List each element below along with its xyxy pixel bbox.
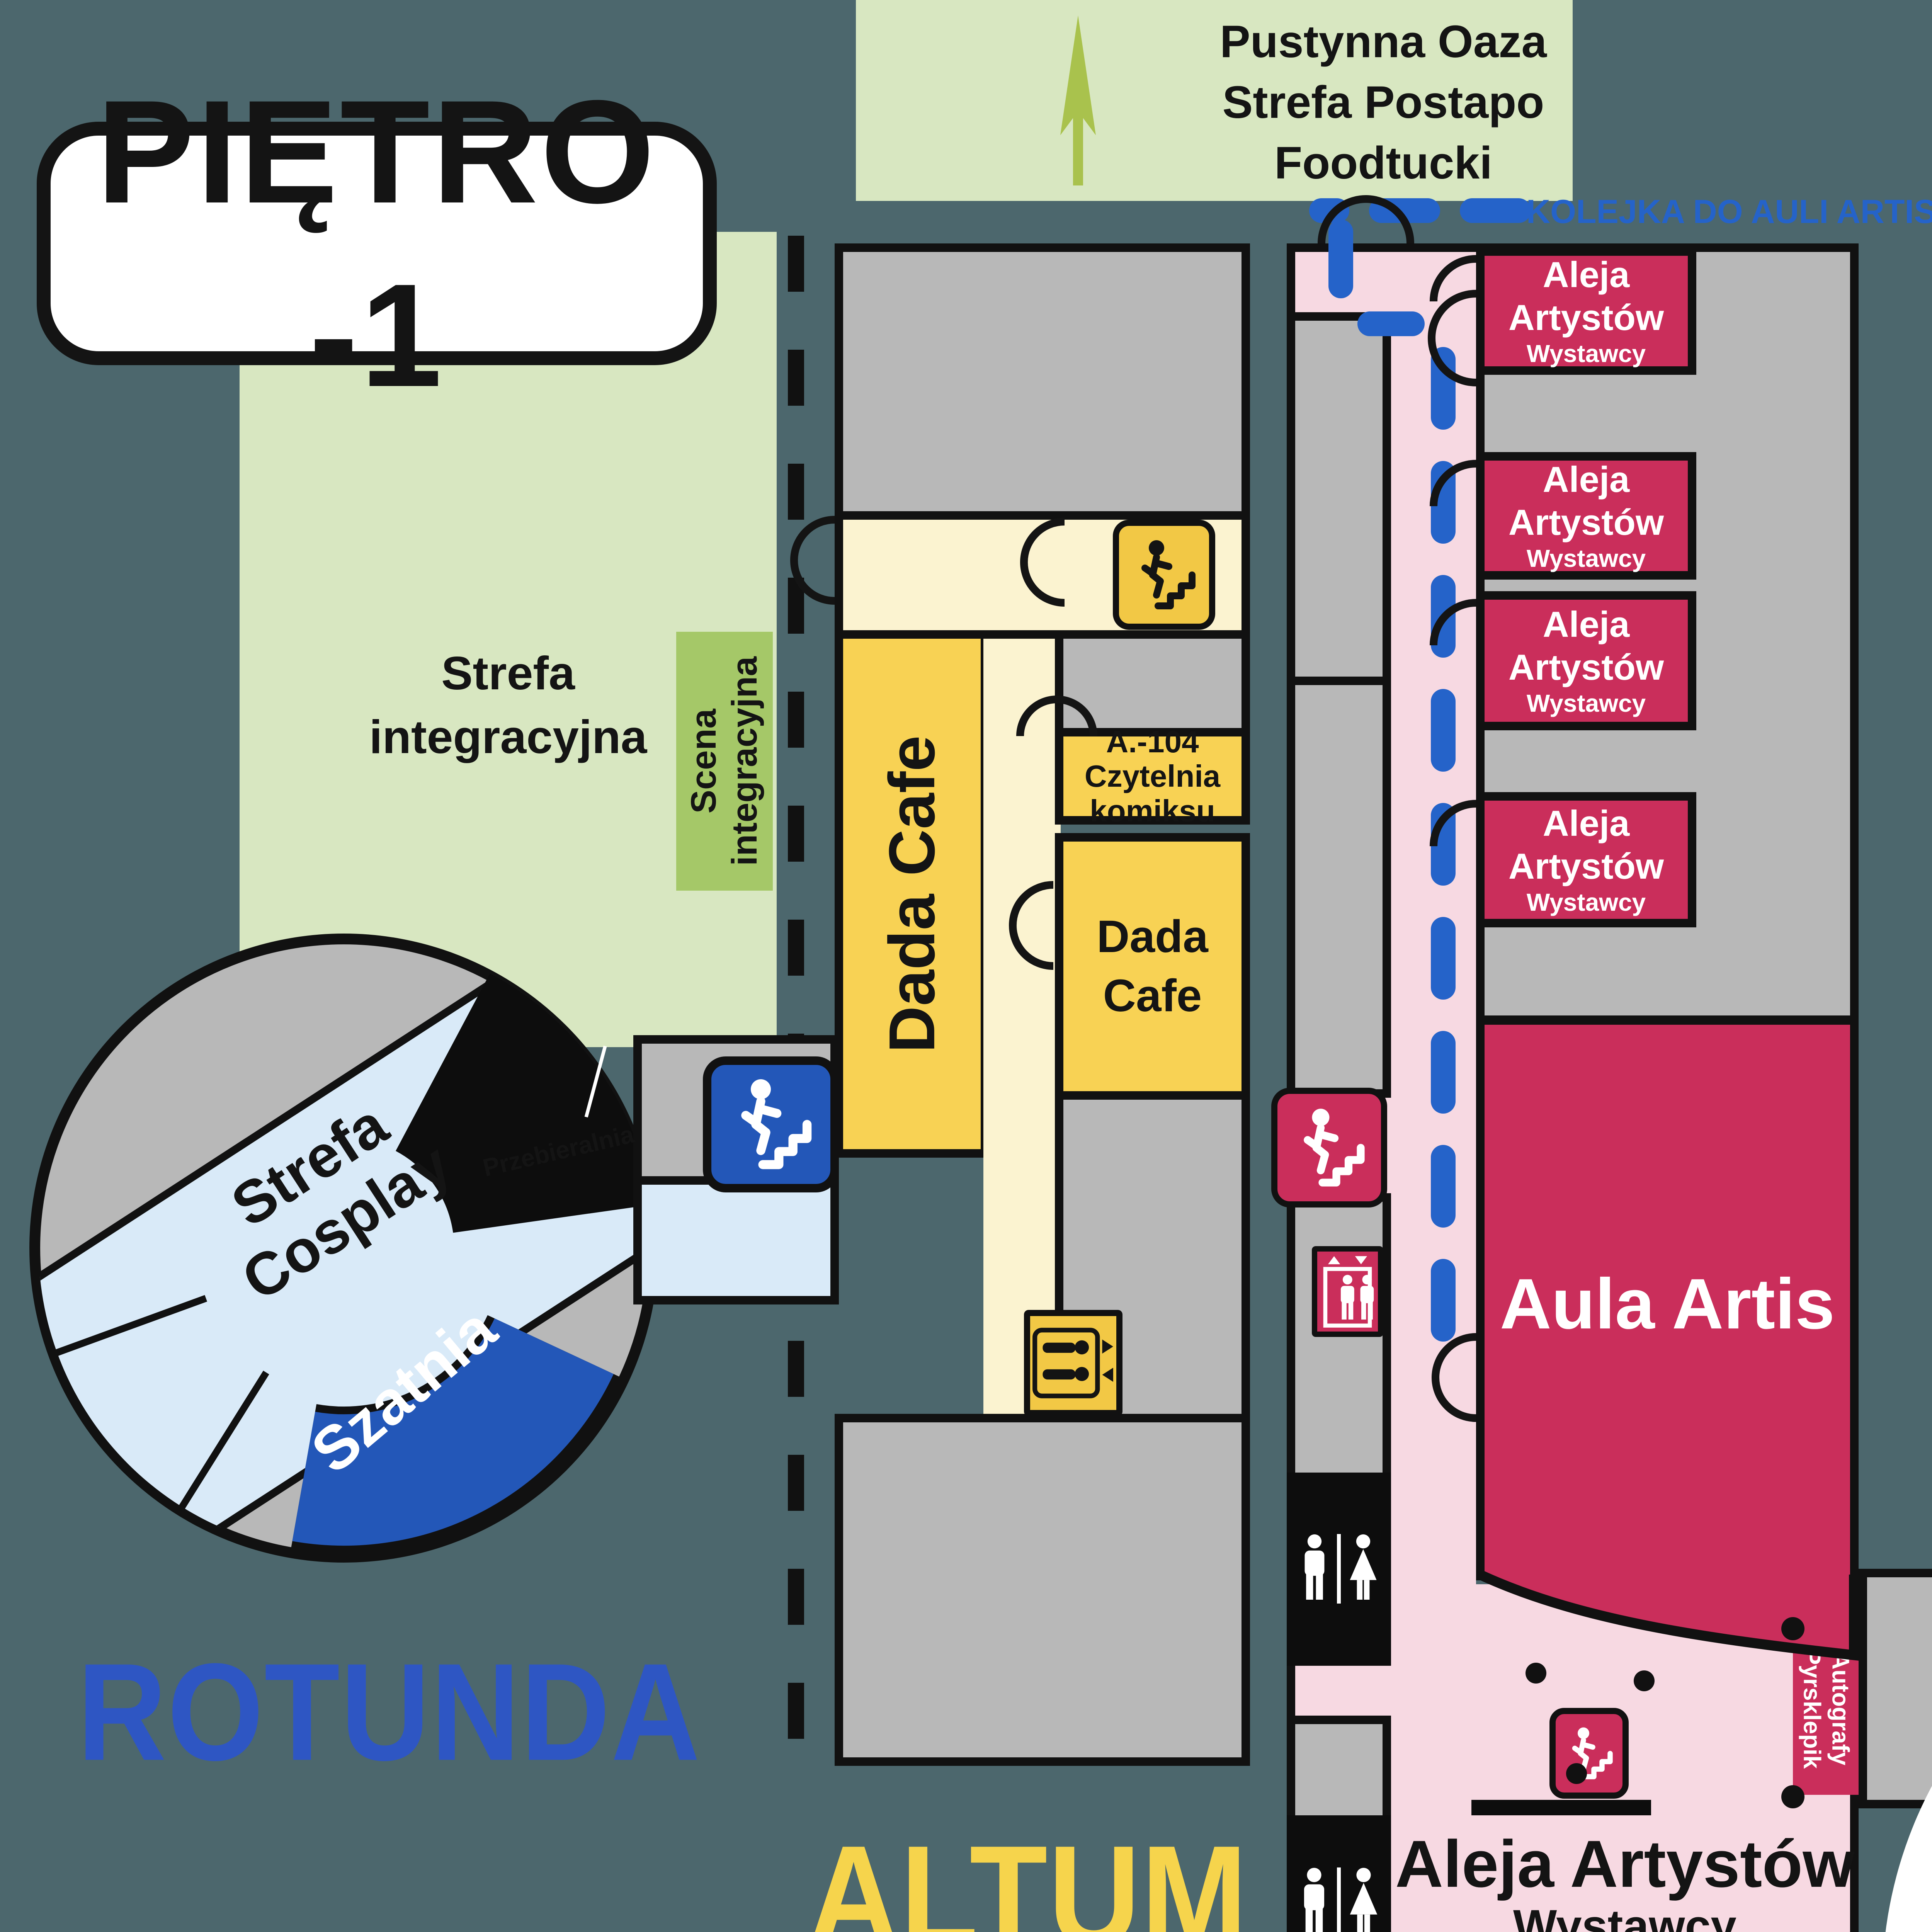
outdoor-line-3: Foodtucki (1274, 137, 1492, 189)
altum-room-bottom (835, 1414, 1250, 1766)
room-aleja-artystow-2: Aleja Artystów Wystawcy (1476, 452, 1696, 580)
outdoor-line-1: Pustynna Oaza (1220, 16, 1547, 67)
rotunda-altum-connector-corridor (633, 1176, 839, 1304)
aleja-line-2: Artystów (1508, 297, 1664, 338)
novum-left-room-2 (1287, 677, 1391, 1098)
stairs-glyph (1286, 1104, 1373, 1191)
autografy-line-2: Pyrsklepik (1798, 1649, 1825, 1769)
strefa-cosplay-line-1: Strefa (220, 1090, 400, 1239)
dada-box-line-2: Cafe (1103, 970, 1202, 1021)
elevator-icon-altum (1024, 1310, 1122, 1416)
aleja-bottom-line-1: Aleja Artystów (1395, 1827, 1855, 1901)
a104-label: A.-104 Czytelnia komiksu (1085, 724, 1220, 828)
strefa-line-1: Strefa (441, 647, 575, 699)
outdoor-zone-top (856, 0, 1573, 201)
strefa-cosplay-line-2: Cosplay (230, 1130, 462, 1313)
room-autografy-pyrsklepik: Autografy Pyrsklepik (1793, 1623, 1859, 1795)
a104-line-1: A.-104 (1106, 724, 1199, 759)
room-aleja-artystow-1: Aleja Artystów Wystawcy (1476, 247, 1696, 375)
stairs-glyph (1126, 536, 1203, 614)
stairs-up-icon-bottom (1549, 1708, 1629, 1799)
a104-line-2: Czytelnia (1084, 759, 1221, 794)
autografy-line-1: Autografy (1827, 1652, 1854, 1765)
aleja-line-2: Artystów (1508, 502, 1664, 543)
szatnia-label: Szatnia (298, 1294, 509, 1486)
scena-integracyjna-label: Scena integracyjna (684, 656, 765, 866)
aleja-line-3: Wystawcy (1526, 340, 1646, 368)
aleja-line-1: Aleja (1543, 803, 1630, 844)
aleja-box-label: Aleja Artystów Wystawcy (1509, 603, 1664, 718)
elevator-glyph (1323, 1256, 1378, 1328)
stairs-up-icon-altum (1113, 520, 1215, 630)
novum-right-room-bottom (1859, 1569, 1932, 1808)
aleja-box-label: Aleja Artystów Wystawcy (1509, 802, 1664, 917)
aleja-line-2: Artystów (1508, 647, 1664, 688)
woman-icon (1348, 1867, 1379, 1932)
outdoor-line-2: Strefa Postapo (1222, 77, 1544, 128)
room-dada-cafe-box: Dada Cafe (1055, 833, 1250, 1100)
scena-line-1: Scena (684, 709, 724, 814)
aleja-bottom-line-2: Wystawcy (1513, 1900, 1737, 1932)
aleja-line-2: Artystów (1508, 846, 1664, 887)
queue-label: KOLEJKA DO AULI ARTIS (1526, 193, 1932, 230)
floor-sign: PIĘTRO -1 (37, 70, 717, 417)
dada-cafe-main-text: Dada Cafe (876, 735, 948, 1053)
altum-corridor-vertical (983, 639, 1061, 1415)
novum-left-room-4 (1287, 1716, 1391, 1824)
rotunda-altum-connector (633, 1035, 839, 1190)
aleja-line-1: Aleja (1543, 254, 1630, 295)
novum-left-room-1 (1287, 312, 1391, 685)
toilets-divider (1337, 1534, 1341, 1604)
room-dada-cafe-main (835, 630, 989, 1158)
altum-room-mid-1 (1055, 630, 1250, 736)
novum-left-room-3 (1287, 1193, 1391, 1481)
zone-scena-integracyjna: Scena integracyjna (676, 632, 773, 891)
stairs-up-icon-novum (1271, 1088, 1387, 1208)
altum-room-top (835, 243, 1250, 520)
aleja-line-3: Wystawcy (1526, 544, 1646, 573)
wall-segment (1471, 1800, 1651, 1815)
toilets-icon-novum-mid (1298, 1519, 1379, 1619)
floor-sign-title: PIĘTRO -1 (96, 70, 657, 417)
aleja-box-label: Aleja Artystów Wystawcy (1509, 458, 1664, 573)
building-label-rotunda: ROTUNDA (77, 1634, 701, 1789)
autografy-label: Autografy Pyrsklepik (1797, 1649, 1855, 1769)
room-a104-czytelnia: A.-104 Czytelnia komiksu (1055, 724, 1250, 828)
man-icon (1298, 1867, 1330, 1932)
toilets-divider (1337, 1867, 1341, 1932)
aleja-line-1: Aleja (1543, 604, 1630, 645)
aleja-line-3: Wystawcy (1526, 888, 1646, 917)
aleja-line-1: Aleja (1543, 459, 1630, 500)
zone-szatnia (292, 1318, 614, 1546)
elevator-icon-novum (1312, 1246, 1383, 1337)
aula-artis-label: Aula Artis (1500, 1264, 1835, 1344)
room-aleja-artystow-4: Aleja Artystów Wystawcy (1476, 792, 1696, 927)
aleja-bottom-label: Aleja Artystów Wystawcy (1391, 1827, 1859, 1932)
elevator-glyph (1032, 1328, 1113, 1398)
novum-corridor-vertical (1383, 252, 1476, 1628)
dada-box-line-1: Dada (1097, 911, 1208, 962)
scena-line-2: integracyjna (725, 656, 765, 866)
room-aleja-artystow-3: Aleja Artystów Wystawcy (1476, 591, 1696, 730)
building-label-altum: ALTUM (807, 1815, 1248, 1932)
woman-icon (1348, 1534, 1379, 1604)
dada-cafe-box-label: Dada Cafe (1097, 907, 1208, 1026)
stairs-up-icon-rotunda (703, 1056, 839, 1192)
strefa-line-2: integracyjna (369, 710, 647, 763)
a104-line-3: komiksu (1090, 793, 1215, 828)
aleja-box-label: Aleja Artystów Wystawcy (1509, 253, 1664, 368)
zone-przebieralnia-toilets (394, 973, 652, 1235)
stairs-glyph (1560, 1725, 1618, 1782)
man-icon (1299, 1534, 1330, 1604)
dada-cafe-main-label: Dada Cafe (835, 630, 989, 1158)
przebieralnia-label: Przebieralnia (480, 1120, 637, 1182)
strefa-integracyjna-label: Strefa integracyjna (240, 641, 777, 769)
aleja-line-3: Wystawcy (1526, 689, 1646, 718)
outdoor-zone-label: Pustynna Oaza Strefa Postapo Foodtucki (1144, 12, 1623, 194)
toilets-icon-novum-bottom (1298, 1851, 1379, 1932)
